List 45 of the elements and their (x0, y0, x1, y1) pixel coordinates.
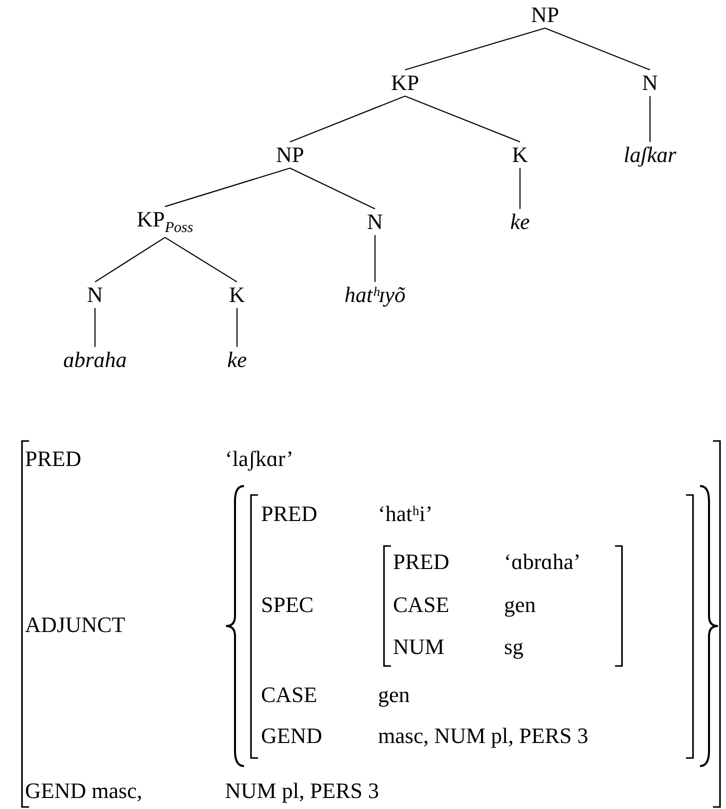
category-label: NP (530, 2, 560, 28)
value-label: masc, NUM pl, PERS 3 (378, 724, 588, 748)
word-label: laʃkɑr (624, 142, 676, 168)
tree-branch (164, 168, 290, 208)
tree-branch (374, 235, 376, 282)
word-label: ke (510, 210, 530, 234)
tree-branch (290, 96, 406, 142)
word-label: ɑbrɑha (63, 348, 127, 372)
tree-branch (94, 236, 166, 282)
category-label: N (87, 282, 103, 308)
category-label: K (512, 142, 528, 168)
value-label: gen (504, 592, 536, 618)
attribute-label: CASE (261, 682, 318, 708)
tree-branch (519, 168, 521, 209)
value-label: ‘ɑbrɑha’ (504, 550, 581, 574)
attribute-label: GEND masc, (25, 778, 142, 804)
category-label: KP (390, 70, 420, 96)
attribute-label: GEND (261, 724, 322, 748)
attribute-label: PRED (261, 502, 318, 526)
word-label: ke (227, 348, 247, 372)
category-label: N (642, 70, 658, 96)
tree-branch (544, 28, 650, 70)
category-label: N (367, 210, 383, 234)
attribute-label: CASE (393, 592, 450, 618)
category-label: KP$_{Poss}$ (136, 208, 194, 236)
word-label: hatʰɪyõ (344, 282, 406, 308)
attribute-label: PRED (393, 550, 450, 574)
attribute-label: PRED (25, 446, 82, 472)
category-label: NP (276, 142, 304, 168)
tree-branch (404, 28, 546, 70)
attribute-label: ADJUNCT (25, 612, 126, 638)
tree-branch (404, 96, 520, 142)
attribute-label: SPEC (261, 592, 314, 618)
tree-branch (649, 96, 651, 142)
value-label: ‘laʃkɑr’ (225, 446, 294, 472)
tree-branch (94, 308, 96, 347)
value-label: sg (504, 634, 524, 660)
category-label: K (229, 282, 245, 308)
tree-branch (290, 168, 376, 210)
tree-branch (164, 236, 238, 282)
tree-branch (236, 308, 238, 347)
value-label: ‘hatʰi’ (378, 502, 433, 526)
attribute-label: NUM (393, 634, 444, 660)
value-label: NUM pl, PERS 3 (225, 778, 380, 804)
value-label: gen (378, 682, 410, 708)
